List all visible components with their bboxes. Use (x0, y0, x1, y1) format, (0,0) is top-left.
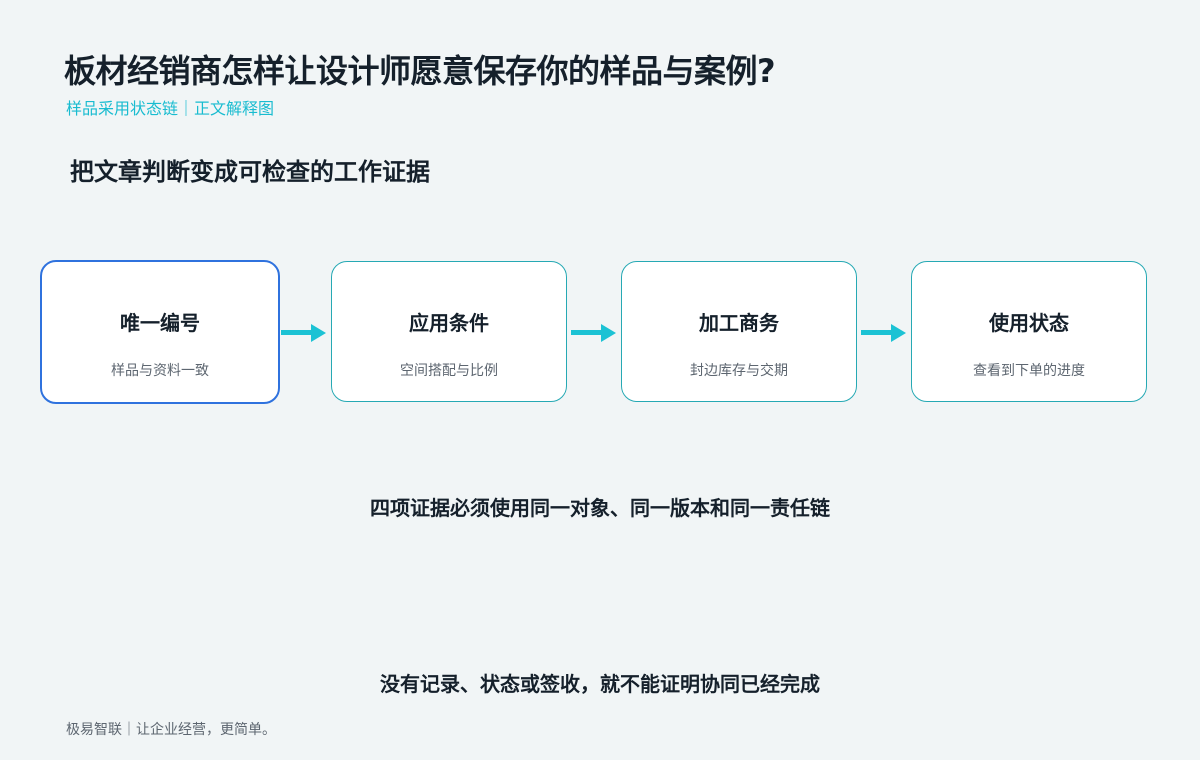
step-box-unique-id: 唯一编号 样品与资料一致 (40, 260, 280, 404)
step-description: 封边库存与交期 (690, 363, 788, 379)
flow-arrow-icon (281, 324, 327, 342)
section-heading: 把文章判断变成可检查的工作证据 (70, 158, 430, 186)
step-title: 应用条件 (409, 311, 489, 335)
flow-arrow-icon (571, 324, 617, 342)
flow-arrow-icon (861, 324, 907, 342)
step-title: 唯一编号 (120, 311, 200, 335)
step-description: 查看到下单的进度 (973, 363, 1085, 379)
page-subtitle: 样品采用状态链｜正文解释图 (66, 99, 275, 118)
step-title: 使用状态 (989, 311, 1069, 335)
closing-statement: 没有记录、状态或签收，就不能证明协同已经完成 (380, 672, 820, 696)
step-box-application: 应用条件 空间搭配与比例 (331, 261, 567, 402)
footer-brand: 极易智联｜让企业经营，更简单。 (66, 722, 276, 738)
step-description: 空间搭配与比例 (400, 363, 498, 379)
page-title: 板材经销商怎样让设计师愿意保存你的样品与案例? (64, 52, 776, 90)
evidence-note: 四项证据必须使用同一对象、同一版本和同一责任链 (370, 496, 830, 520)
step-title: 加工商务 (699, 311, 779, 335)
step-description: 样品与资料一致 (111, 363, 209, 379)
step-box-processing: 加工商务 封边库存与交期 (621, 261, 857, 402)
step-box-usage-status: 使用状态 查看到下单的进度 (911, 261, 1147, 402)
